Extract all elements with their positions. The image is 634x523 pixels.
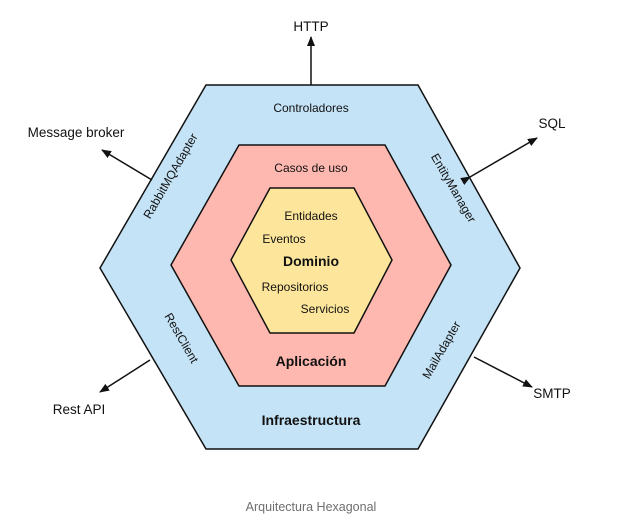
casos-de-uso-label: Casos de uso bbox=[274, 161, 348, 175]
rest-api-arrow bbox=[99, 359, 151, 393]
infraestructura-title: Infraestructura bbox=[262, 412, 361, 428]
figure-caption: Arquitectura Hexagonal bbox=[246, 500, 377, 514]
controladores-label: Controladores bbox=[273, 101, 348, 115]
http-label: HTTP bbox=[293, 19, 328, 34]
dominio-title: Dominio bbox=[283, 253, 339, 269]
eventos-label: Eventos bbox=[262, 232, 305, 246]
smtp-label: SMTP bbox=[533, 386, 571, 401]
sql-label: SQL bbox=[538, 116, 566, 131]
servicios-label: Servicios bbox=[301, 302, 350, 316]
smtp-arrow bbox=[473, 356, 533, 388]
dominio-hexagon bbox=[230, 187, 393, 334]
entidades-label: Entidades bbox=[284, 209, 337, 223]
message-broker-label: Message broker bbox=[28, 125, 125, 140]
repositorios-label: Repositorios bbox=[262, 280, 329, 294]
message-broker-arrow bbox=[101, 149, 153, 181]
rest-api-label: Rest API bbox=[53, 402, 106, 417]
aplicacion-title: Aplicación bbox=[276, 353, 347, 369]
sql-arrow bbox=[460, 137, 538, 185]
